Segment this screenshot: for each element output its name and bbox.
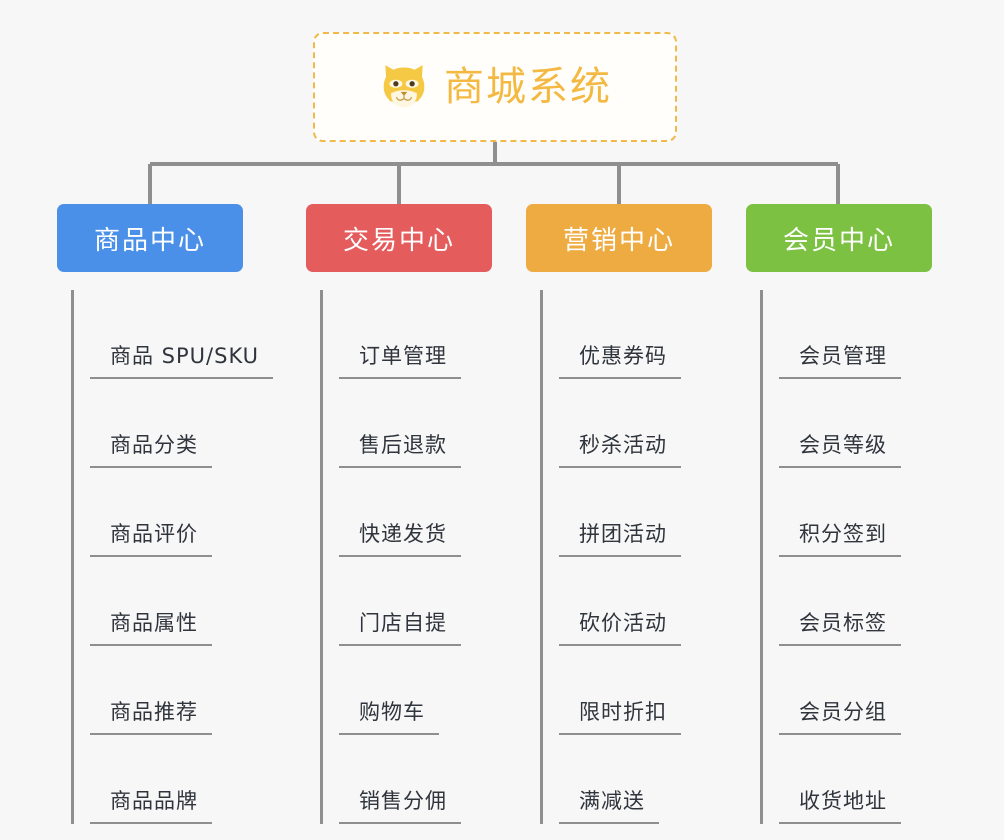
branch-header-2[interactable]: 交易中心 (306, 204, 492, 272)
branch-column-2: 交易中心 订单管理 售后退款 快递发货 门店自提 购物车 (306, 204, 492, 824)
branch-item[interactable]: 限时折扣 (543, 646, 712, 735)
branch-header-4[interactable]: 会员中心 (746, 204, 932, 272)
branch-item[interactable]: 销售分佣 (323, 735, 492, 824)
branch-item[interactable]: 会员管理 (763, 290, 932, 379)
branch-header-1[interactable]: 商品中心 (57, 204, 243, 272)
branch-item-label: 优惠券码 (559, 340, 681, 379)
branch-item-label: 销售分佣 (339, 785, 461, 824)
branch-item[interactable]: 商品 SPU/SKU (74, 290, 274, 379)
branch-item[interactable]: 快递发货 (323, 468, 492, 557)
branch-item[interactable]: 商品分类 (74, 379, 243, 468)
branch-header-label-2: 交易中心 (342, 225, 455, 256)
branch-item[interactable]: 会员分组 (763, 646, 932, 735)
branch-item[interactable]: 会员标签 (763, 557, 932, 646)
branch-column-1: 商品中心 商品 SPU/SKU 商品分类 商品评价 商品属性 商品推荐 (57, 204, 274, 824)
branch-item[interactable]: 商品评价 (74, 468, 243, 557)
branch-item-label: 订单管理 (339, 340, 461, 379)
branch-item[interactable]: 收货地址 (763, 735, 932, 824)
branch-item[interactable]: 订单管理 (323, 290, 492, 379)
branch-item-label: 快递发货 (339, 518, 461, 557)
branch-item-label: 商品属性 (90, 607, 212, 646)
branch-item-label: 商品 SPU/SKU (90, 340, 274, 379)
branch-header-label-1: 商品中心 (93, 225, 206, 256)
branch-column-3: 营销中心 优惠券码 秒杀活动 拼团活动 砍价活动 限时折扣 (526, 204, 712, 824)
branch-item-label: 会员管理 (779, 340, 901, 379)
branch-item[interactable]: 拼团活动 (543, 468, 712, 557)
branch-header-label-4: 会员中心 (782, 225, 895, 256)
branch-item-label: 积分签到 (779, 518, 901, 557)
branch-item[interactable]: 积分签到 (763, 468, 932, 557)
branch-column-4: 会员中心 会员管理 会员等级 积分签到 会员标签 会员分组 (746, 204, 932, 824)
branch-item-label: 限时折扣 (559, 696, 681, 735)
shiba-dog-face-icon (383, 65, 425, 108)
branch-item-label: 售后退款 (339, 429, 461, 468)
branch-item-label: 商品品牌 (90, 785, 212, 824)
branch-item-list-4: 会员管理 会员等级 积分签到 会员标签 会员分组 收货地址 (760, 290, 932, 824)
branch-item-label: 商品评价 (90, 518, 212, 557)
root-node[interactable]: 商城系统 (313, 32, 677, 142)
branch-item-list-3: 优惠券码 秒杀活动 拼团活动 砍价活动 限时折扣 满减送 (540, 290, 712, 824)
branch-item[interactable]: 门店自提 (323, 557, 492, 646)
branch-header-3[interactable]: 营销中心 (526, 204, 712, 272)
branch-item-label: 会员分组 (779, 696, 901, 735)
branch-item-label: 会员等级 (779, 429, 901, 468)
branch-item[interactable]: 砍价活动 (543, 557, 712, 646)
branch-item-label: 秒杀活动 (559, 429, 681, 468)
branch-item-label: 商品分类 (90, 429, 212, 468)
branch-item-label: 购物车 (339, 696, 439, 735)
branch-item[interactable]: 优惠券码 (543, 290, 712, 379)
branch-item[interactable]: 售后退款 (323, 379, 492, 468)
branch-item[interactable]: 商品属性 (74, 557, 243, 646)
branch-item-label: 商品推荐 (90, 696, 212, 735)
branch-item-label: 拼团活动 (559, 518, 681, 557)
branch-item[interactable]: 会员等级 (763, 379, 932, 468)
branch-item[interactable]: 满减送 (543, 735, 712, 824)
branch-item-label: 门店自提 (339, 607, 461, 646)
branch-item-label: 满减送 (559, 785, 659, 824)
branch-item[interactable]: 商品品牌 (74, 735, 243, 824)
branch-item-label: 收货地址 (779, 785, 901, 824)
branch-item[interactable]: 购物车 (323, 646, 492, 735)
branch-item-list-1: 商品 SPU/SKU 商品分类 商品评价 商品属性 商品推荐 商品品牌 (71, 290, 274, 824)
branch-item-label: 砍价活动 (559, 607, 681, 646)
branch-item-list-2: 订单管理 售后退款 快递发货 门店自提 购物车 销售分佣 (320, 290, 492, 824)
branch-item[interactable]: 商品推荐 (74, 646, 243, 735)
branch-item[interactable]: 秒杀活动 (543, 379, 712, 468)
root-title: 商城系统 (444, 64, 612, 110)
branch-header-label-3: 营销中心 (562, 225, 675, 256)
branch-item-label: 会员标签 (779, 607, 901, 646)
